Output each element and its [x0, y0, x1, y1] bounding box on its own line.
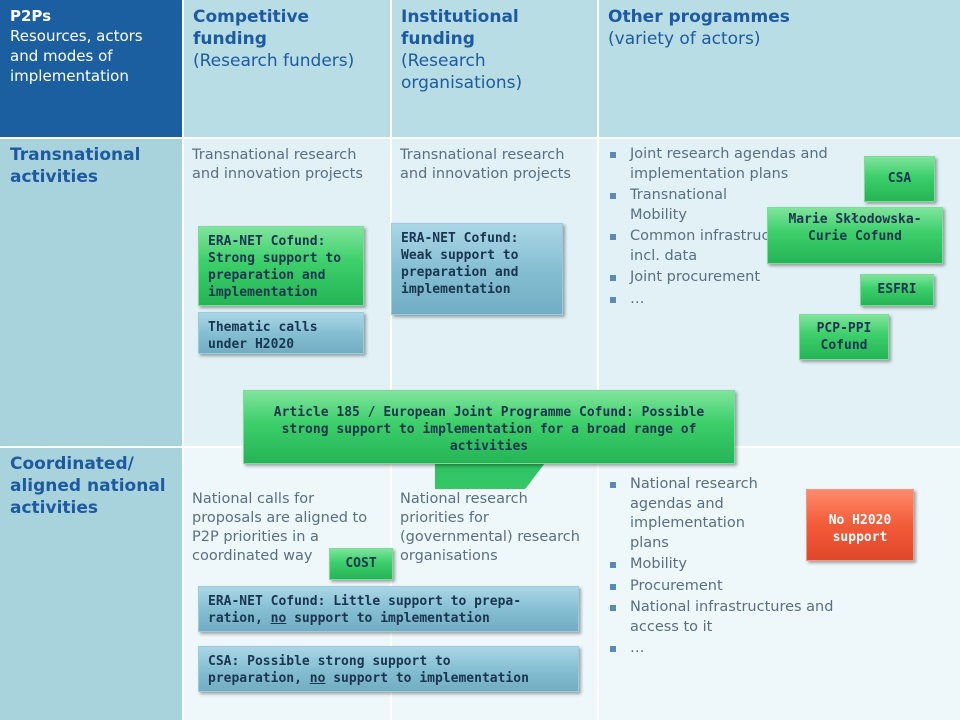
- transnational-institutional-text: Transnational research and innovation pr…: [400, 147, 571, 182]
- list-item: …: [602, 290, 838, 310]
- no-h2020-support-box: No H2020 support: [806, 489, 914, 561]
- eranet-little-no: no: [270, 611, 287, 626]
- list-item: National infrastructures and access to i…: [602, 598, 834, 637]
- col1-subtitle: (Research funders): [193, 51, 355, 71]
- grid-divider: [0, 137, 960, 139]
- header-corner-cell: P2Ps Resources, actors and modes of impl…: [0, 0, 183, 138]
- coordinated-other-list: National research agendas and implementa…: [602, 475, 834, 661]
- marie-curie-box: Marie Skłodowska-Curie Cofund: [767, 207, 943, 264]
- col2-subtitle: (Research organisations): [401, 51, 523, 93]
- csa-bottom-line2: preparation,: [208, 671, 310, 686]
- coordinated-competitive-text: National calls for proposals are aligned…: [192, 491, 368, 564]
- row-label-transnational: Transnational activities: [0, 138, 183, 447]
- csa-bottom-box: CSA: Possible strong support to preparat…: [198, 646, 579, 692]
- col1-title: Competitive funding: [193, 7, 310, 49]
- coordinated-label: Coordinated/ aligned national activities: [10, 454, 166, 518]
- list-item: …: [602, 639, 834, 659]
- row-label-coordinated: Coordinated/ aligned national activities: [0, 447, 183, 720]
- thematic-calls-box: Thematic calls under H2020: [198, 312, 364, 354]
- header-competitive-funding: Competitive funding (Research funders): [183, 0, 391, 138]
- cost-box: COST: [329, 548, 393, 580]
- corner-title: P2Ps: [10, 7, 52, 25]
- csa-bottom-no: no: [309, 671, 326, 686]
- transnational-competitive-text: Transnational research and innovation pr…: [192, 147, 363, 182]
- article185-callout: Article 185 / European Joint Programme C…: [243, 390, 735, 464]
- list-item: Procurement: [602, 577, 834, 597]
- list-item: National research agendas and implementa…: [602, 475, 780, 553]
- grid-divider: [182, 0, 184, 720]
- esfri-box: ESFRI: [860, 274, 934, 306]
- eranet-little-line2-end: support to implementation: [286, 611, 490, 626]
- list-item: Transnational Mobility: [602, 186, 745, 225]
- coordinated-institutional-text: National research priorities for (govern…: [400, 491, 580, 564]
- header-other-programmes: Other programmes (variety of actors): [598, 0, 960, 138]
- transnational-other-list: Joint research agendas and implementatio…: [602, 145, 838, 311]
- csa-box-top: CSA: [864, 156, 935, 202]
- list-item: Joint procurement: [602, 268, 838, 288]
- corner-subtitle: Resources, actors and modes of implement…: [10, 27, 143, 85]
- col2-title: Institutional funding: [401, 7, 519, 49]
- list-item: Common infrastructures incl. data: [602, 227, 838, 266]
- grid-divider: [597, 0, 599, 720]
- eranet-strong-support-box: ERA-NET Cofund: Strong support to prepar…: [198, 226, 364, 306]
- list-item: Mobility: [602, 555, 834, 575]
- transnational-label: Transnational activities: [10, 145, 141, 187]
- csa-bottom-line2-end: support to implementation: [325, 671, 529, 686]
- callout-pointer: [435, 463, 545, 489]
- col3-subtitle: (variety of actors): [608, 29, 761, 49]
- list-item: Joint research agendas and implementatio…: [602, 145, 838, 184]
- eranet-little-line2: ration,: [208, 611, 271, 626]
- pcp-ppi-box: PCP-PPI Cofund: [799, 314, 889, 360]
- csa-bottom-line1: CSA: Possible strong support to: [208, 654, 451, 669]
- col3-title: Other programmes: [608, 7, 790, 27]
- eranet-little-support-box: ERA-NET Cofund: Little support to prepa-…: [198, 586, 579, 632]
- grid-divider: [390, 0, 392, 720]
- eranet-weak-support-box: ERA-NET Cofund: Weak support to preparat…: [391, 223, 563, 315]
- eranet-little-line1: ERA-NET Cofund: Little support to prepa-: [208, 594, 522, 609]
- header-institutional-funding: Institutional funding (Research organisa…: [391, 0, 598, 138]
